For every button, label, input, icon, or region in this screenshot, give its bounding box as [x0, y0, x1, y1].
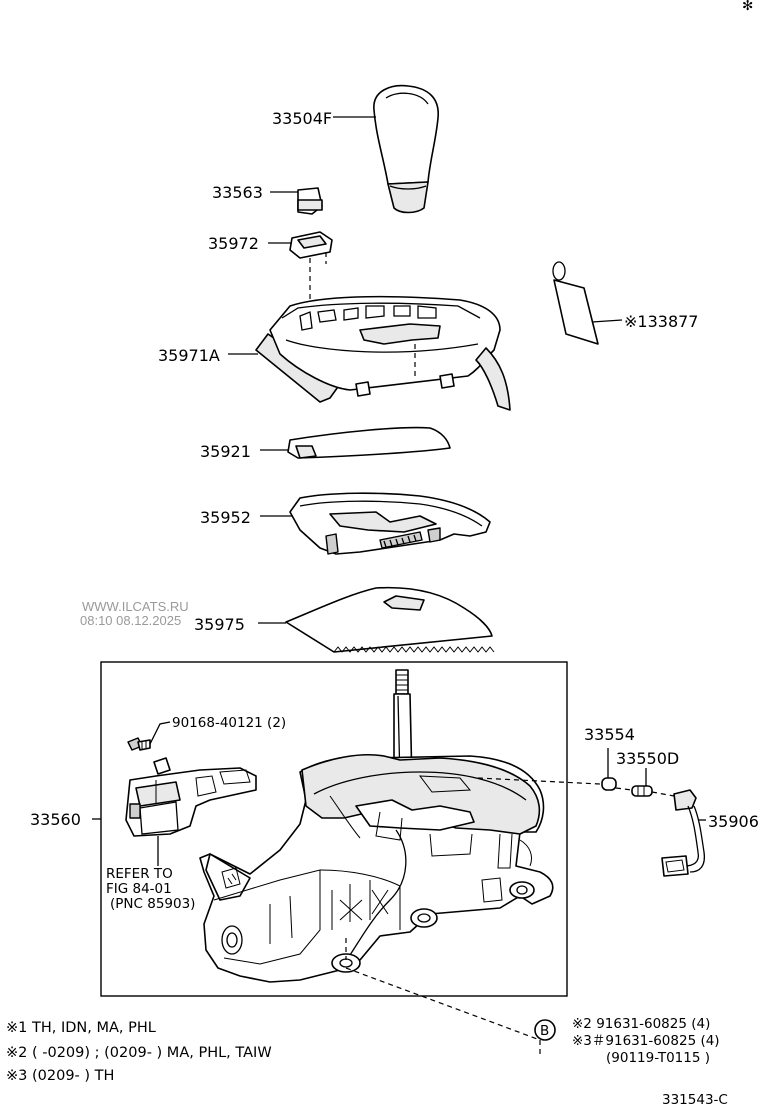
wire-harness-35906	[661, 789, 706, 877]
strip-35921	[260, 426, 451, 459]
label-35975: 35975	[194, 615, 245, 634]
tag-133877	[552, 261, 623, 345]
leader-dash-pin	[477, 777, 601, 785]
corner-mark: ✻	[742, 0, 753, 14]
label-35952: 35952	[200, 508, 251, 527]
label-35921: 35921	[200, 442, 251, 461]
circle-B-letter: B	[540, 1023, 549, 1039]
screw-90168-40121	[127, 721, 171, 751]
label-35906: 35906	[708, 812, 759, 831]
assembly-frame	[100, 661, 568, 997]
leader-dash-bolt	[345, 967, 541, 1041]
circle-B	[534, 1019, 556, 1041]
label-33550D: 33550D	[616, 749, 679, 768]
figure-code: 331543-C	[662, 1092, 728, 1108]
bulb-33550D	[631, 768, 653, 797]
label-33563: 33563	[212, 183, 263, 202]
shift-lock-solenoid	[125, 757, 257, 866]
label-33560: 33560	[30, 810, 81, 829]
slide-plate-35952	[260, 492, 491, 555]
shifter-base-assembly	[199, 753, 554, 983]
leader-dash-socket	[651, 791, 675, 797]
watermark-time: 08:10 08.12.2025	[80, 613, 181, 628]
label-35972: 35972	[208, 234, 259, 253]
pin-33554	[601, 748, 617, 791]
label-133877: ※133877	[624, 312, 698, 331]
button-33563	[270, 187, 323, 215]
cover-35972	[268, 231, 333, 304]
refer-line-2: FIG 84-01	[106, 881, 172, 897]
footnote-2: ※2 ( -0209) ; (0209- ) MA, PHL, TAIW	[6, 1045, 272, 1061]
footnote-3: ※3 (0209- ) TH	[6, 1068, 114, 1084]
leader-dash-bulb	[615, 787, 633, 791]
label-33554: 33554	[584, 725, 635, 744]
shift-knob-33504F	[333, 84, 439, 214]
label-33504F: 33504F	[272, 109, 332, 128]
refer-line-1: REFER TO	[106, 866, 173, 882]
label-90168: 90168-40121 (2)	[172, 715, 286, 731]
footnote-1: ※1 TH, IDN, MA, PHL	[6, 1020, 156, 1036]
dust-cover-35975	[258, 586, 495, 653]
bolt-note-1: ※2 91631-60825 (4)	[572, 1016, 710, 1032]
bolt-note-3: (90119-T0115 )	[606, 1050, 710, 1066]
bolt-note-2: ※3＃91631-60825 (4)	[572, 1033, 720, 1049]
indicator-housing-35971A	[228, 295, 511, 411]
watermark-site: WWW.ILCATS.RU	[82, 599, 189, 614]
refer-line-3: (PNC 85903)	[110, 896, 195, 912]
label-35971A: 35971A	[158, 346, 220, 365]
